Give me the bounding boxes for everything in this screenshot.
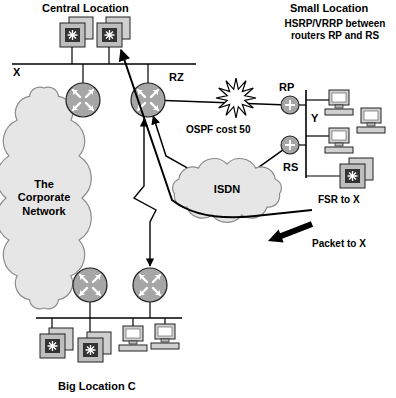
router-outline: [281, 136, 299, 154]
label-holder: OSPF cost 50: [186, 124, 250, 136]
router-icon: [73, 268, 107, 302]
label-holder: Big Location C: [58, 380, 136, 393]
lan-drop: [82, 64, 83, 84]
router-symbol: [281, 136, 299, 154]
link-connector: [153, 116, 190, 169]
router-name: RS: [283, 161, 298, 174]
packet-label: Packet to X: [312, 238, 366, 250]
cloud-shape: [0, 87, 91, 309]
path-label: FSR to X: [318, 194, 360, 206]
lan-drop: [147, 64, 148, 84]
lan-segment: [12, 63, 196, 65]
edge-label: OSPF cost 50: [186, 124, 250, 136]
cloud-text-holder: The Corporate Network: [0, 82, 88, 314]
server-icon: [60, 17, 93, 47]
link-connector: [165, 101, 281, 105]
lan-drop: [132, 318, 133, 326]
label-holder: FSR to X: [318, 194, 360, 206]
router-icon: [66, 83, 100, 117]
router-outline: [281, 96, 299, 114]
server-icon: [78, 332, 111, 362]
pc-icon: [151, 324, 179, 349]
wan-link: [134, 119, 156, 266]
location-title: Big Location C: [58, 380, 136, 393]
lan-segment: [36, 317, 182, 319]
label-holder: Central Location: [42, 2, 129, 15]
network-cloud: The Corporate Network: [0, 82, 88, 314]
isdn-cloud: ISDN: [168, 158, 286, 222]
router-node: RP: [281, 96, 299, 114]
router-symbol: [131, 83, 165, 117]
pc-icon: [357, 108, 385, 133]
router-outline: [131, 83, 165, 117]
cloud-shape: [173, 159, 282, 223]
lan-drop: [51, 318, 52, 334]
lan-drop: [71, 47, 72, 64]
lan-label: X: [13, 66, 20, 79]
pc-icon: [325, 90, 353, 115]
lan-drop: [306, 99, 329, 100]
lan-drop: [149, 302, 150, 318]
router-symbol: [281, 96, 299, 114]
note-text: HSRP/VRRP between routers RP and RS: [278, 18, 392, 42]
pc-icon: [119, 326, 147, 351]
server-icon: [97, 17, 130, 47]
server-icon: [340, 158, 373, 188]
label-holder: X: [13, 66, 20, 79]
cloud-text-holder: ISDN: [168, 158, 286, 222]
packet-arrow: [268, 221, 313, 242]
router-icon: [133, 268, 167, 302]
fsr-path: [121, 50, 312, 217]
lan-label: Y: [311, 112, 318, 125]
link-connector: [259, 150, 283, 167]
link-failure-burst: [216, 78, 256, 118]
lan-segment: [305, 90, 307, 178]
label-holder: Packet to X: [312, 238, 366, 250]
router-node: RZ: [131, 83, 165, 117]
pc-icon: [325, 128, 353, 153]
location-title: Small Location: [290, 2, 368, 15]
label-holder: Y: [311, 112, 318, 125]
lan-drop: [306, 175, 340, 176]
lan-drop: [89, 318, 90, 338]
router-name: RZ: [169, 71, 184, 84]
cloud-label: The Corporate Network: [8, 178, 80, 218]
lan-drop: [164, 318, 165, 324]
location-title: Central Location: [42, 2, 129, 15]
lan-drop: [89, 302, 90, 318]
server-icon: [40, 328, 73, 358]
router-node: RS: [281, 136, 299, 154]
router-name: RP: [279, 81, 294, 94]
label-holder: HSRP/VRRP between routers RP and RS: [278, 18, 392, 42]
label-holder: Small Location: [290, 2, 368, 15]
lan-drop: [299, 104, 306, 105]
lan-drop: [299, 144, 306, 145]
lan-drop: [306, 135, 329, 136]
lan-drop: [108, 47, 109, 64]
cloud-label: ISDN: [177, 183, 277, 196]
